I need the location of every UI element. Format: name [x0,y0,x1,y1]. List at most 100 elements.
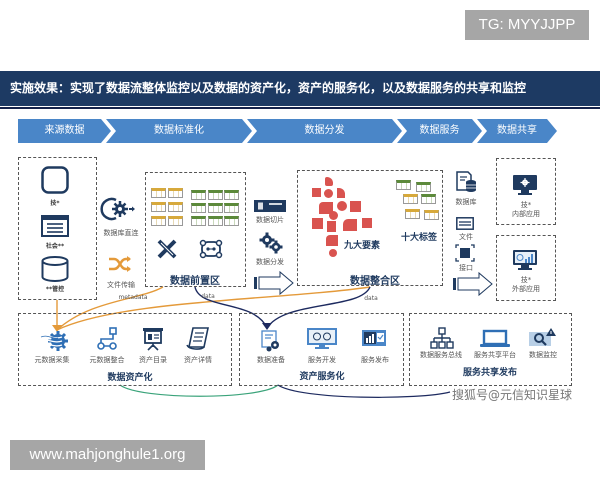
data-flow-label-2: data [364,295,378,302]
watermark-overlay: 搜狐号@元信知识星球 [452,388,573,402]
element-shape [350,201,361,212]
distribute-label-slice: 数据切片 [256,216,284,224]
element-shape [327,221,336,232]
green-table-icon [208,203,223,213]
data-front-zone-box [145,172,246,287]
stage-data-service: 数据服务 [397,119,482,143]
green-table-icon [208,216,223,226]
element-shape [312,218,323,229]
element-shape [325,177,333,186]
green-table-icon [396,180,411,190]
data-flow-label-1: data [201,293,215,300]
hierarchy-icon [430,327,454,349]
gear-connect-icon [100,197,135,221]
source-data-box [18,157,97,300]
element-shape [337,188,345,198]
service-label-publish: 服务发布 [361,356,389,364]
yellow-table-icon [168,188,183,198]
shuffle-icon [109,256,131,272]
green-table-icon [224,190,239,200]
external-app-line2: 外部应用 [512,285,540,293]
green-table-icon [224,203,239,213]
asset-service-box [239,313,404,386]
watermark-bottom: www.mahjonghule1.org [10,440,205,470]
yellow-table-icon [151,188,166,198]
element-shape [324,189,333,198]
monitor-chart-icon [513,250,537,270]
share-label-platform: 服务共享平台 [474,351,516,359]
stage-data-sharing: 数据共享 [477,119,557,143]
document-scroll-icon [186,327,209,350]
page-title-banner: 实施效果：实现了数据流整体监控以及数据的资产化，资产的服务化，以及数据服务的共享… [0,71,600,106]
ingest-label-db-direct: 数据库直连 [103,229,139,237]
external-app-label: 技* 外部应用 [503,276,549,294]
service-share-box [409,313,572,386]
data-prep-icon [261,330,279,352]
database-cylinder-icon [41,256,69,282]
share-label-service-bus: 数据服务总线 [420,351,462,359]
monitor-network-icon [307,328,337,349]
stage-flow: 来源数据 数据标准化 数据分发 数据服务 数据共享 [18,119,568,143]
green-table-icon [191,190,206,200]
element-shape [337,201,347,211]
service-label-interface: 接口 [459,264,473,272]
service-label-data-prep: 数据准备 [257,356,285,364]
external-app-line1: 技* [520,276,532,284]
metadata-flow-label: metadata [118,294,148,301]
publish-chart-icon [362,330,386,346]
internal-app-line2: 内部应用 [512,210,540,218]
yellow-table-icon [151,202,166,212]
element-shape [329,211,338,220]
document-list-icon [41,215,69,237]
presentation-board-icon [143,328,163,351]
asset-label-metadata-collect: 元数据采集 [34,356,70,364]
metadata-gear-icon [40,331,68,351]
source-label-social: 社会** [45,243,65,250]
monitor-search-alert-icon [529,328,556,346]
internal-app-line1: 技* [520,201,532,209]
laptop-icon [480,329,510,347]
asset-label-detail: 资产详情 [184,356,212,364]
slice-icon [254,200,286,212]
stage-data-standardization: 数据标准化 [106,119,252,143]
data-integration-zone-box [297,170,443,286]
yellow-table-icon [168,202,183,212]
external-app-box [496,235,556,301]
data-front-zone-title: 数据前置区 [170,276,220,287]
asset-label-metadata-integrate: 元数据整合 [89,356,125,364]
network-nodes-icon [199,239,223,259]
green-table-icon [208,190,223,200]
element-shape [343,219,357,231]
service-label-file: 文件 [459,233,473,241]
stage-source-data: 来源数据 [18,119,111,143]
service-share-title: 服务共享发布 [462,368,517,378]
right-arrow-icon [254,270,294,296]
gears-icon [259,232,283,254]
element-shape [362,218,372,228]
share-label-monitoring: 数据监控 [529,351,557,359]
stage-data-distribution: 数据分发 [247,119,402,143]
yellow-table-icon [424,210,439,220]
flow-nodes-icon [97,327,117,350]
internal-app-box [496,158,556,225]
banner-divider [0,107,600,109]
distribute-label-distribute: 数据分发 [256,258,284,266]
rounded-square-icon [41,166,69,194]
nine-elements-label: 九大要素 [343,241,380,251]
source-label-control: **管控 [45,286,65,293]
source-label-tech: 技* [50,200,60,207]
element-shape [326,235,338,246]
element-shape [329,249,337,257]
asset-service-title: 资产服务化 [299,372,345,382]
green-table-icon [191,216,206,226]
file-icon [456,217,474,230]
right-arrow-icon [453,271,493,297]
element-shape [312,188,321,197]
yellow-table-icon [151,216,166,226]
yellow-table-icon [403,194,418,204]
interface-icon [455,244,475,262]
monitor-gear-icon [513,175,537,195]
yellow-table-icon [405,209,420,219]
green-table-icon [416,182,431,192]
